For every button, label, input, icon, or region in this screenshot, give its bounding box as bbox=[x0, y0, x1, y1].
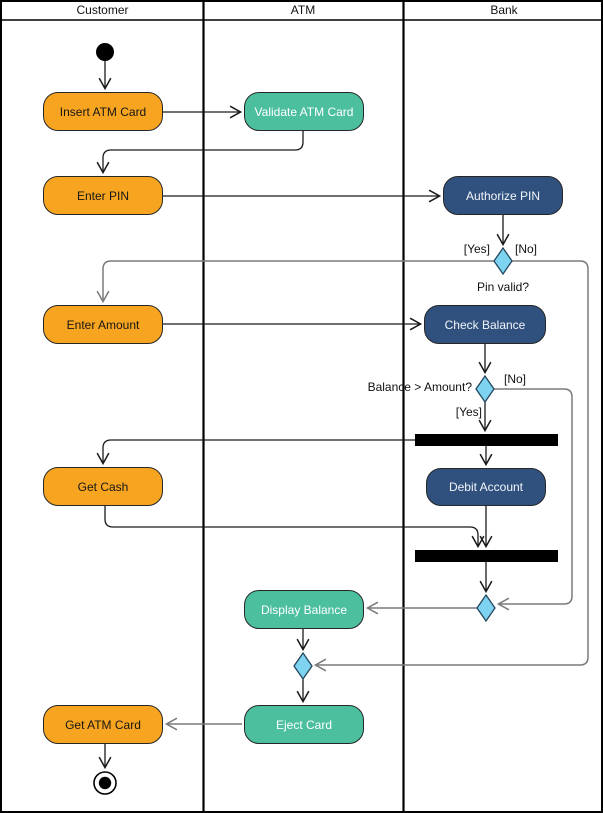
node-get-cash: Get Cash bbox=[43, 467, 163, 506]
label-pin-valid-question: Pin valid? bbox=[476, 280, 530, 294]
node-get-atm-card: Get ATM Card bbox=[43, 705, 163, 744]
edge-validate-to-enterpin bbox=[96, 131, 304, 175]
edge-getcash-to-join bbox=[104, 506, 485, 549]
guard-pin-yes: [Yes] bbox=[463, 242, 490, 256]
start-node bbox=[96, 43, 114, 61]
edge-decision1-yes-to-enteramount bbox=[96, 260, 494, 304]
merge-node-1 bbox=[476, 593, 496, 623]
node-enter-amount: Enter Amount bbox=[43, 305, 163, 344]
node-display-balance: Display Balance bbox=[244, 590, 364, 629]
node-debit-account: Debit Account bbox=[426, 468, 546, 506]
node-eject-card: Eject Card bbox=[244, 705, 364, 744]
node-insert-atm-card: Insert ATM Card bbox=[43, 92, 163, 131]
lane-header-atm: ATM bbox=[290, 3, 316, 17]
node-authorize-pin: Authorize PIN bbox=[443, 176, 563, 215]
edge-decision1-no-to-merge2 bbox=[313, 260, 589, 672]
node-validate-atm-card: Validate ATM Card bbox=[244, 92, 364, 131]
guard-balance-no: [No] bbox=[504, 372, 527, 386]
merge-node-2 bbox=[293, 651, 313, 681]
guard-balance-yes: [Yes] bbox=[455, 405, 482, 419]
lane-header-bank: Bank bbox=[490, 3, 518, 17]
decision-pin-valid bbox=[493, 246, 513, 276]
node-check-balance: Check Balance bbox=[424, 305, 546, 344]
fork-bar bbox=[415, 434, 558, 446]
edge-fork-to-getcash bbox=[96, 439, 415, 466]
join-bar bbox=[415, 550, 558, 562]
guard-pin-no: [No] bbox=[515, 242, 538, 256]
label-balance-question: Balance > Amount? bbox=[367, 380, 472, 394]
end-node bbox=[98, 776, 112, 790]
decision-balance-amount bbox=[475, 374, 495, 404]
lane-header-customer: Customer bbox=[76, 3, 129, 17]
edge-decision2-no-to-merge bbox=[494, 388, 573, 611]
node-enter-pin: Enter PIN bbox=[43, 176, 163, 215]
